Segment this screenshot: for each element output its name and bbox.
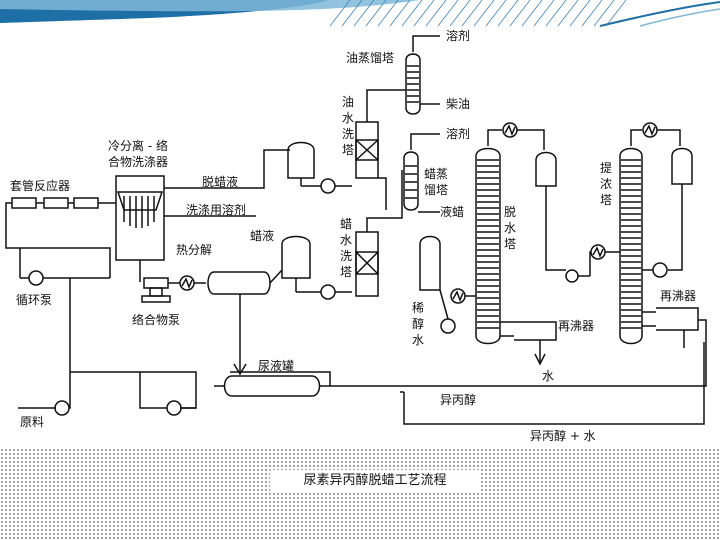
label-reboiler-2: 再沸器 [660,289,696,303]
label-wash-solvent: 洗涤用溶剂 [186,202,246,217]
feed-lines [18,278,705,425]
heater-exchanger [179,275,206,291]
label-dilute-alcohol-2: 醇 [412,316,424,331]
label-wax-distill-1: 蜡蒸 [424,167,448,181]
label-urea-tank: 尿液罐 [258,358,294,373]
label-oil-water-wash-3: 洗 [342,127,354,141]
oil-distillation-tower [405,35,440,115]
label-wax-water-wash-4: 塔 [340,265,352,279]
casing-reactor [5,197,116,278]
label-isopropanol: 异丙醇 [440,392,476,407]
label-wax-water-wash-3: 洗 [340,249,352,263]
concentrate-tower [619,122,681,345]
label-concentrate-2: 浓 [600,177,612,191]
wax-drum [269,235,352,300]
label-oil-water-wash-1: 油 [342,95,354,109]
label-oil-water-wash-4: 塔 [342,143,354,157]
label-complex-pump: 络合物泵 [132,312,180,327]
diagram-caption: 尿素异丙醇脱蜡工艺流程 [270,470,480,492]
label-concentrate-3: 塔 [600,193,612,207]
header-banner [0,0,720,28]
label-isopropanol-water: 异丙醇 + 水 [530,428,596,443]
label-cooling-separation-1: 冷分离 - 络 [108,138,168,153]
header-wave-light [0,0,420,12]
header-curve [599,1,720,27]
oil-drum [287,141,352,194]
label-oil-water-wash-2: 水 [342,111,354,125]
reflux-drum-2 [642,147,693,278]
label-concentrate-1: 提 [600,160,612,175]
label-circulation-pump: 循环泵 [16,293,52,307]
label-casing-reactor: 套管反应器 [10,178,70,193]
label-thermal-decomposition: 热分解 [176,243,212,257]
reflux-drum-1 [535,151,590,283]
dilute-alcohol-drum [419,235,476,334]
label-wax-water-wash-1: 蜡 [340,217,352,231]
footer-pattern [0,448,720,540]
label-solvent-top: 溶剂 [446,28,470,43]
label-wax-distill-2: 馏塔 [424,183,448,197]
label-reboiler-1: 再沸器 [558,319,594,333]
oil-water-wash-tower [355,89,406,210]
horizontal-separator [207,271,271,295]
exchanger-mid [589,244,620,276]
urea-tank [214,375,321,397]
circulation-pump [19,248,110,286]
label-dilute-alcohol-1: 稀 [412,301,424,315]
label-water: 水 [542,369,554,383]
label-raw-material: 原料 [20,415,44,429]
header-hatch-lines [329,0,627,27]
wax-distillation-tower [403,133,440,213]
label-dehydration-3: 塔 [504,237,516,251]
label-liquid-wax: 液蜡 [440,204,464,219]
label-dehydration-2: 水 [504,221,516,235]
complex-washer [115,175,165,282]
reboiler-2 [320,307,707,387]
reboiler-1 [500,321,557,366]
label-solvent-mid: 溶剂 [446,126,470,141]
label-wax-liquid: 蜡液 [250,228,274,243]
label-dehydration-1: 脱 [504,204,516,219]
label-oil-distill-tower: 油蒸馏塔 [346,51,394,65]
label-diesel: 柴油 [446,97,470,111]
label-dewax-liquid: 脱蜡液 [202,174,238,189]
label-dilute-alcohol-3: 水 [412,333,424,347]
label-cooling-separation-2: 合物洗涤器 [108,154,168,169]
complex-pump [141,277,180,303]
label-wax-water-wash-2: 水 [340,233,352,247]
process-flow-diagram: 溶剂 油蒸馏塔 柴油 溶剂 油 水 洗 塔 冷分离 - 络 合物洗涤器 套管反应… [5,28,707,443]
wax-water-wash-tower [355,170,403,297]
